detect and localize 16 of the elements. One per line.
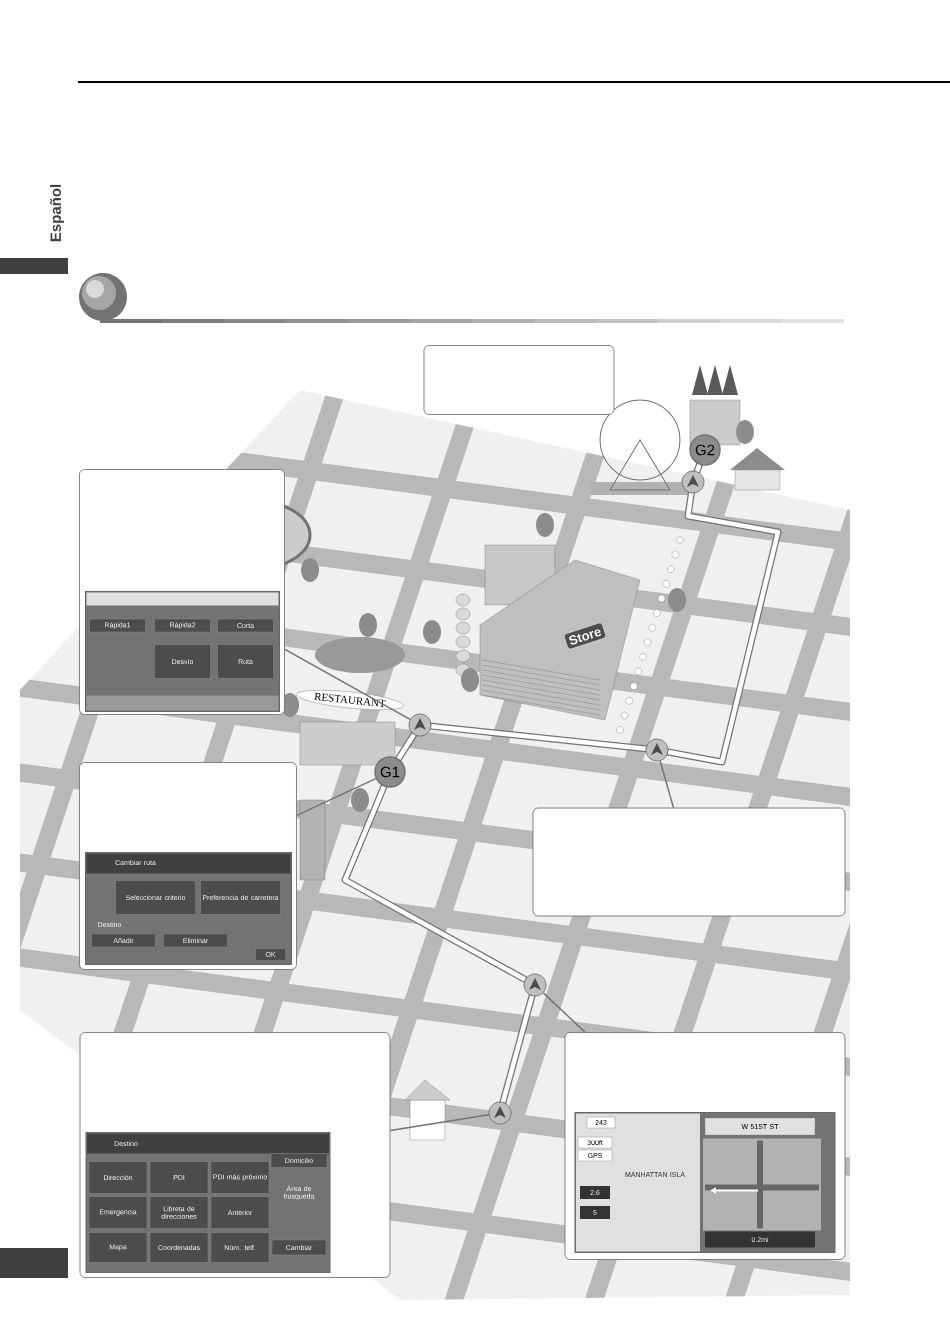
route-line: [342, 785, 527, 982]
route-line: [500, 995, 535, 1103]
route-line: [667, 492, 781, 765]
callout-box: [423, 345, 615, 415]
route-line: [431, 723, 646, 752]
route-line: [694, 463, 702, 473]
car-position-marker: [645, 738, 669, 762]
car-position-marker: [681, 470, 705, 494]
side-tab-label: Español: [50, 184, 64, 242]
car-position-marker: [408, 713, 432, 737]
restaurant-sign: RESTAURANT: [296, 690, 404, 710]
car-position-marker: [523, 973, 547, 997]
callout-box: [532, 807, 846, 917]
store-sign: Store: [564, 622, 606, 650]
route-line: [396, 733, 416, 760]
car-position-marker: [488, 1101, 512, 1125]
